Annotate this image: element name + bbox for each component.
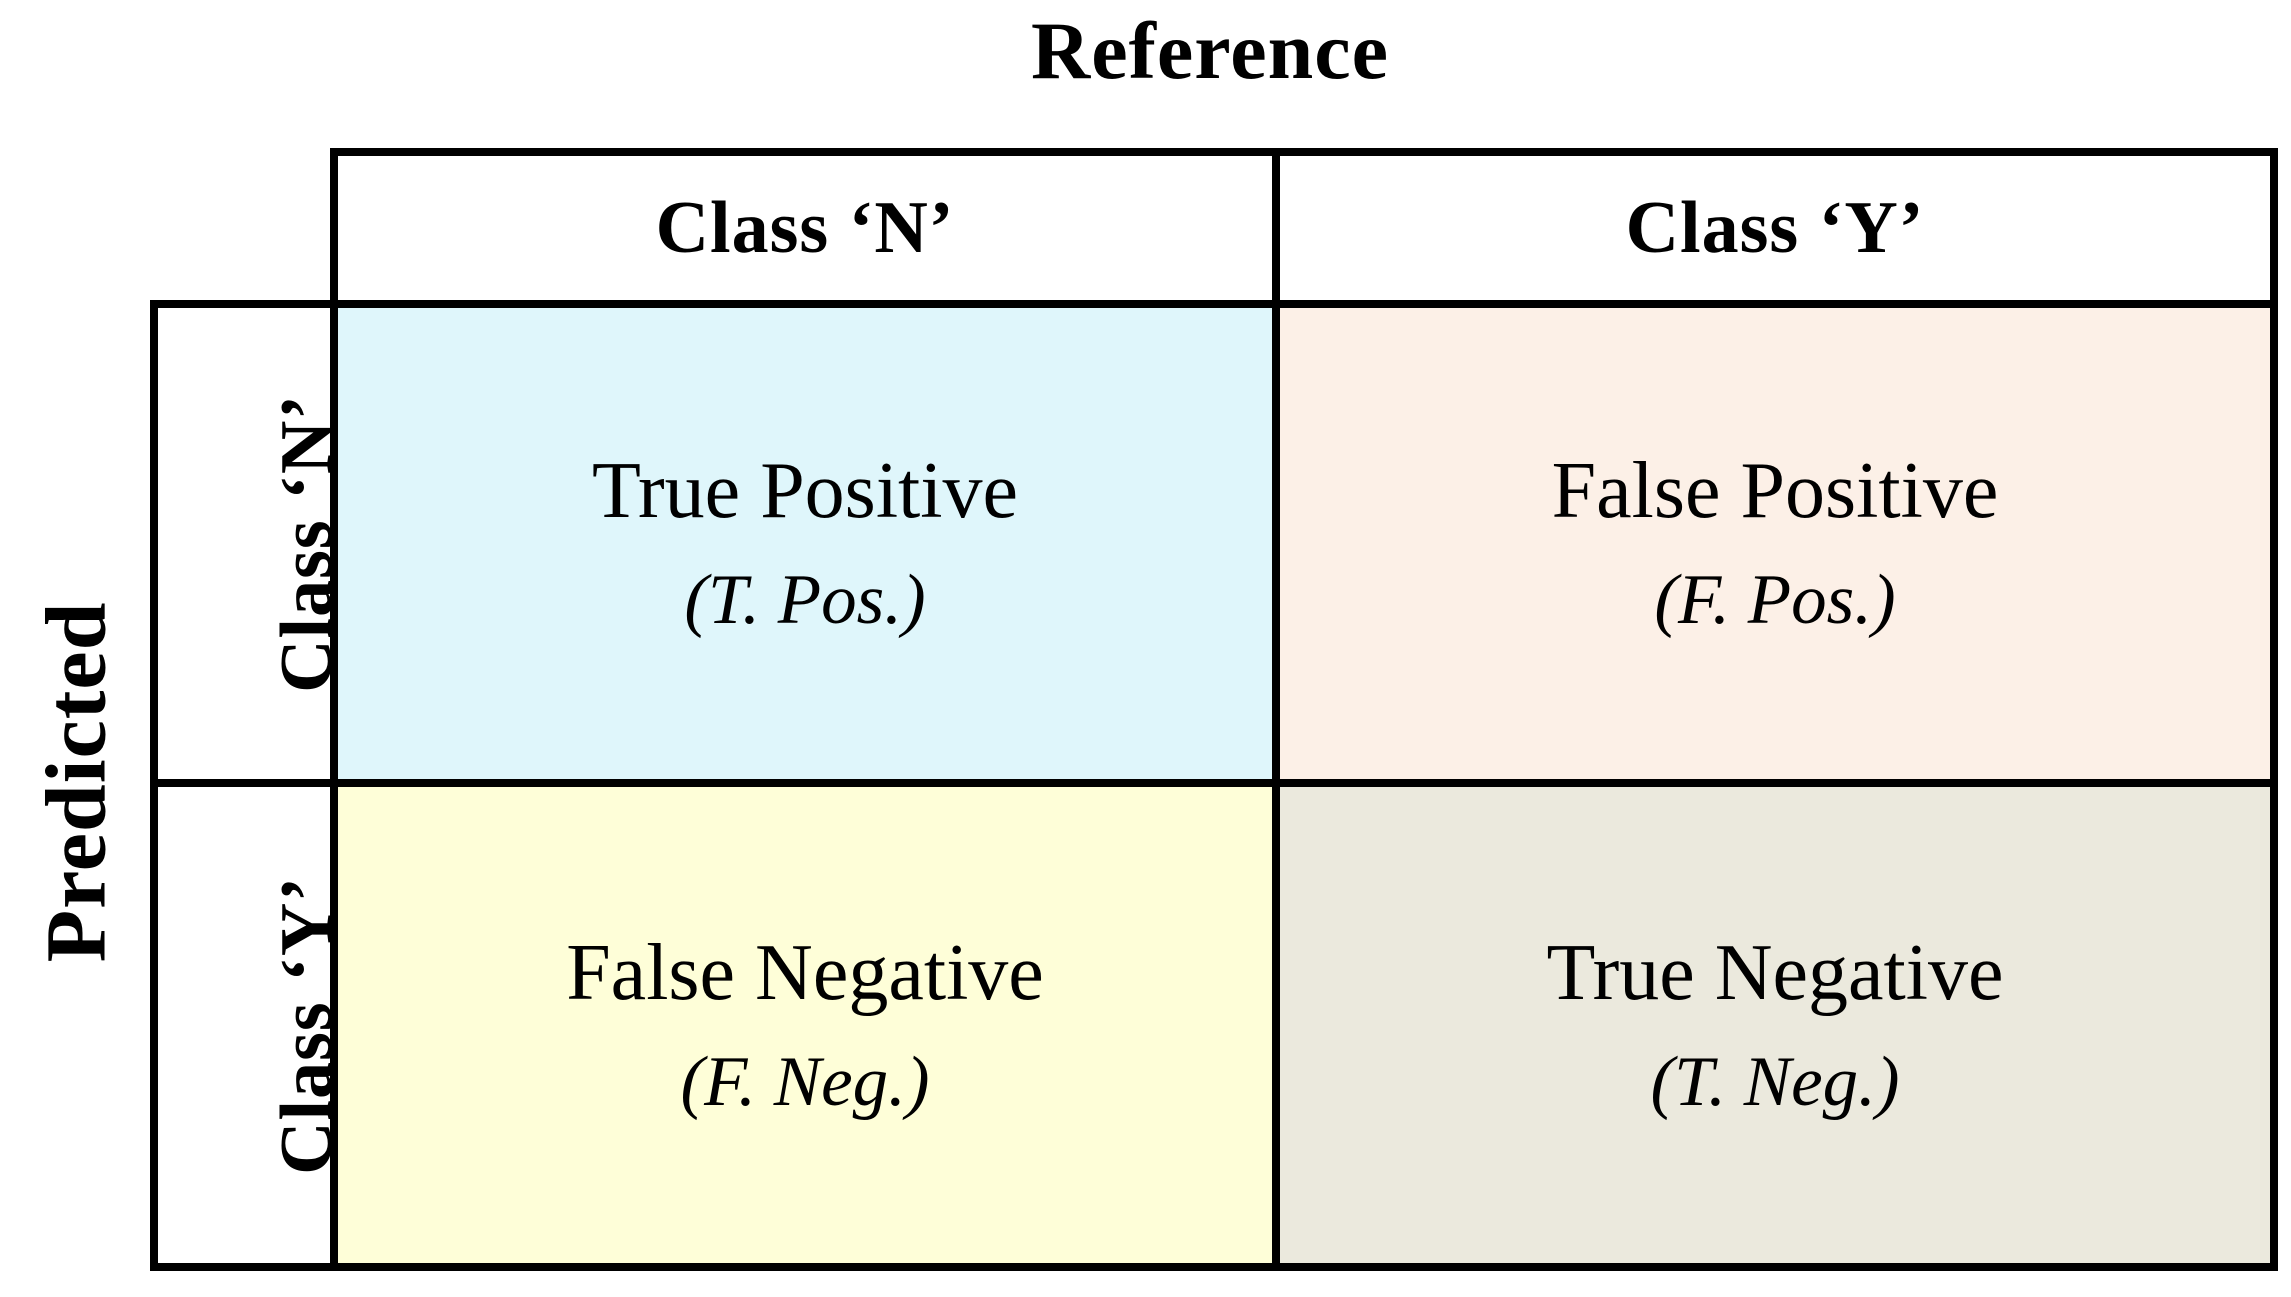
cell-true-negative: True Negative (T. Neg.) xyxy=(1272,779,2278,1271)
cell-true-negative-abbrev: (T. Neg.) xyxy=(1650,1042,1900,1121)
cell-false-negative-abbrev: (F. Neg.) xyxy=(680,1042,930,1121)
row-header-class-n-label: Class ‘N’ xyxy=(265,394,334,693)
cell-false-positive-content: False Positive (F. Pos.) xyxy=(1284,312,2266,775)
predicted-axis-title: Predicted xyxy=(27,601,124,962)
row-header-class-n: Class ‘N’ xyxy=(150,300,338,787)
cell-false-positive-abbrev: (F. Pos.) xyxy=(1654,561,1896,639)
cell-true-negative-content: True Negative (T. Neg.) xyxy=(1284,791,2266,1259)
column-header-class-n: Class ‘N’ xyxy=(330,148,1280,308)
cell-false-negative-label: False Negative xyxy=(566,928,1044,1017)
cell-true-negative-label: True Negative xyxy=(1546,928,2004,1017)
predicted-axis-title-container: Predicted xyxy=(0,300,150,1263)
cell-false-positive: False Positive (F. Pos.) xyxy=(1272,300,2278,787)
cell-true-positive-abbrev: (T. Pos.) xyxy=(684,561,926,639)
cell-true-positive: True Positive (T. Pos.) xyxy=(330,300,1280,787)
cell-false-positive-label: False Positive xyxy=(1551,447,1999,535)
cell-true-positive-label: True Positive xyxy=(591,447,1018,535)
reference-axis-title: Reference xyxy=(1030,5,1390,96)
cell-false-negative: False Negative (F. Neg.) xyxy=(330,779,1280,1271)
column-header-class-y: Class ‘Y’ xyxy=(1272,148,2278,308)
corner-spacer xyxy=(154,152,334,304)
confusion-matrix-table: Class ‘N’ Class ‘Y’ Class ‘N’ True Posit… xyxy=(150,148,2278,1271)
cell-false-negative-content: False Negative (F. Neg.) xyxy=(342,791,1268,1259)
row-header-class-y: Class ‘Y’ xyxy=(150,779,338,1271)
row-header-class-y-label: Class ‘Y’ xyxy=(265,875,334,1175)
cell-true-positive-content: True Positive (T. Pos.) xyxy=(342,312,1268,775)
